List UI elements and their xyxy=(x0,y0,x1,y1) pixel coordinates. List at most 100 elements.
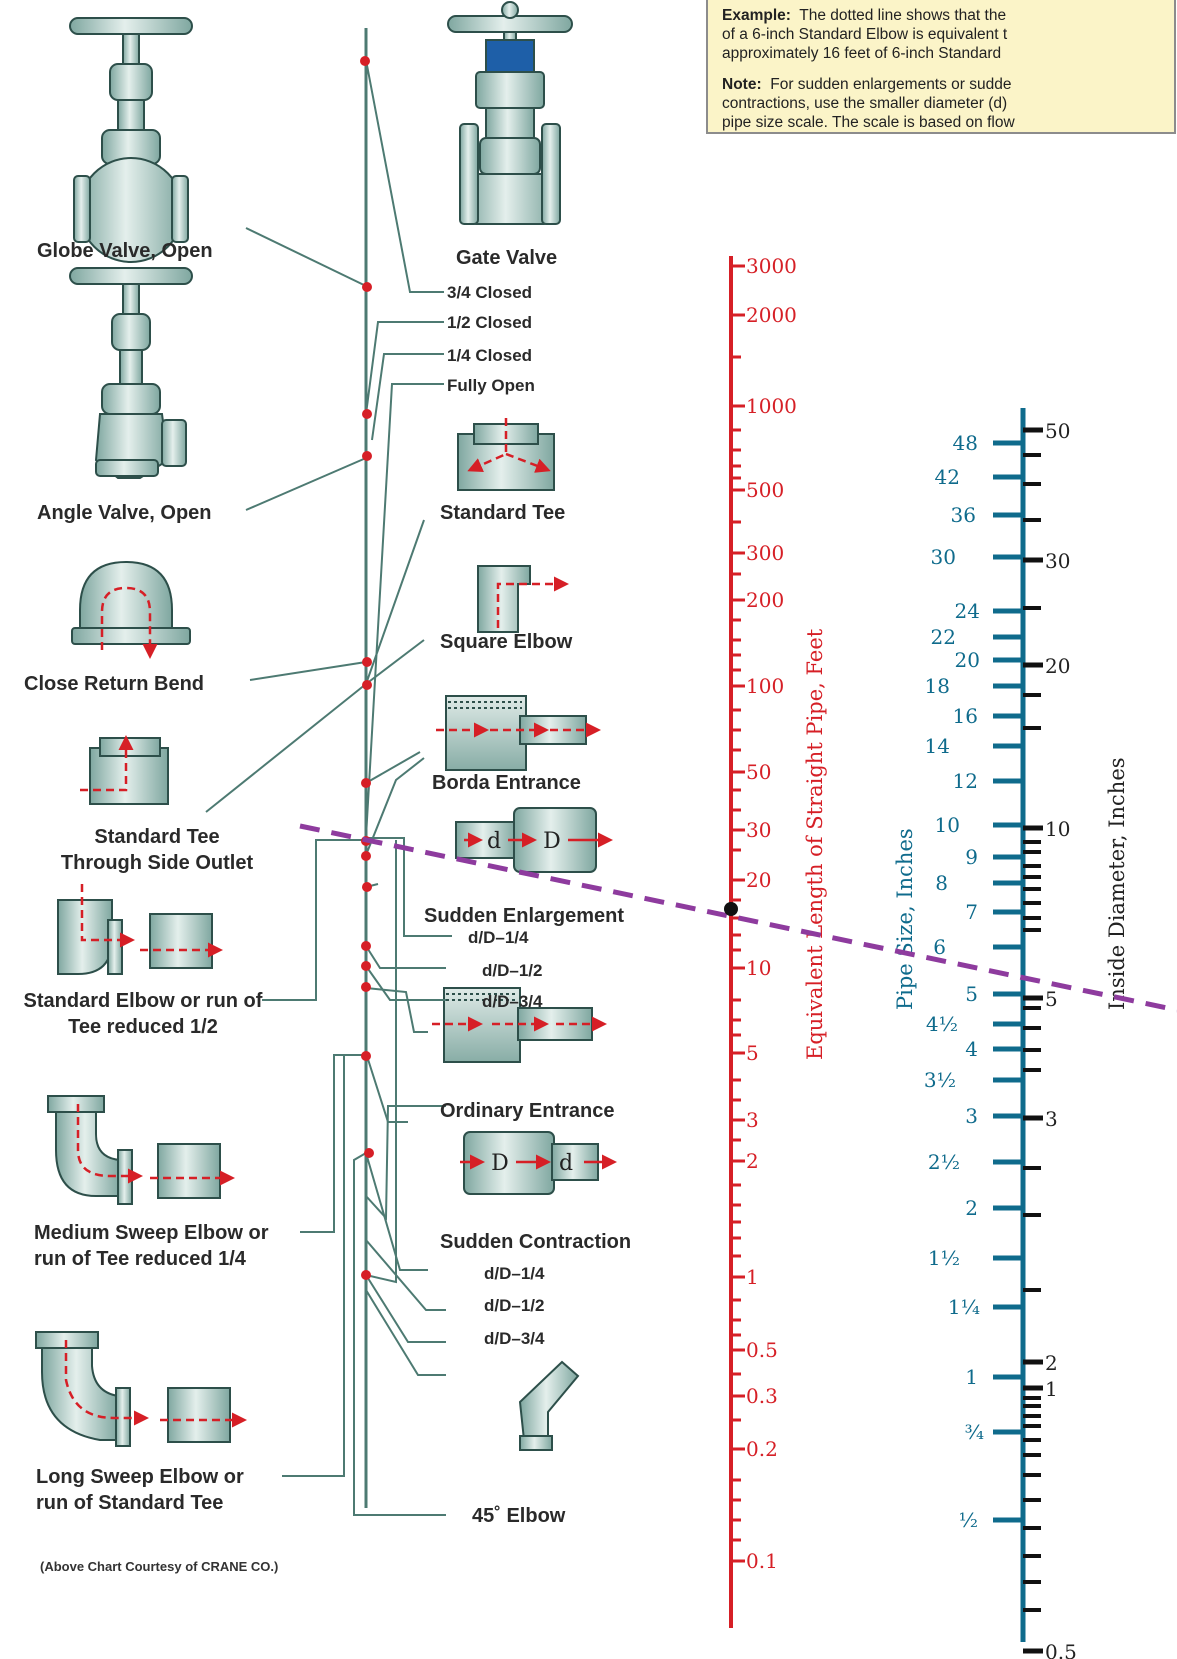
ordinary-entrance-label: Ordinary Entrance xyxy=(440,1100,615,1122)
connector-lines xyxy=(206,28,452,1515)
id-tick-label: 30 xyxy=(1045,549,1070,573)
eq-tick-label: 20 xyxy=(746,868,771,892)
enlargement-quarter-label: d/D–1/4 xyxy=(468,928,529,947)
id-tick-label: 5 xyxy=(1045,987,1058,1011)
standard-elbow-icon xyxy=(58,884,220,974)
example-intersection-point xyxy=(724,902,738,916)
ps-tick-label: 3 xyxy=(965,1104,978,1128)
eq-tick-label: 10 xyxy=(746,956,771,980)
enlargement-D-label: D xyxy=(543,829,561,854)
globe-valve-label: Globe Valve, Open xyxy=(37,240,213,262)
ps-tick-label: 22 xyxy=(931,625,956,649)
gate-open-label: Fully Open xyxy=(447,376,535,395)
eq-tick-label: 1 xyxy=(746,1265,759,1289)
contraction-quarter-label: d/D–1/4 xyxy=(484,1264,545,1283)
gate-valve-label: Gate Valve xyxy=(456,247,557,269)
medium-sweep-elbow-icon xyxy=(48,1096,232,1204)
enlargement-three-quarter-label: d/D–3/4 xyxy=(482,992,543,1011)
id-tick-label: 50 xyxy=(1045,419,1070,443)
ps-tick-label: 4½ xyxy=(926,1012,958,1036)
ps-tick-label: 36 xyxy=(951,503,976,527)
sudden-enlargement-icon: d D xyxy=(456,808,610,872)
ps-tick-label: 10 xyxy=(935,813,960,837)
ps-tick-label: 5 xyxy=(965,982,978,1006)
ps-tick-label: 8 xyxy=(935,871,948,895)
standard-tee-label: Standard Tee xyxy=(440,502,565,524)
gate-quarter-label: 1/4 Closed xyxy=(447,346,532,365)
eq-tick-label: 200 xyxy=(746,588,784,612)
enlargement-d-label: d xyxy=(487,829,501,854)
contraction-d-label: d xyxy=(559,1151,573,1176)
id-tick-label: 20 xyxy=(1045,654,1070,678)
eq-tick-label: 3 xyxy=(746,1108,759,1132)
ps-tick-label: 30 xyxy=(931,545,956,569)
square-elbow-icon xyxy=(478,566,566,632)
eq-tick-label: 30 xyxy=(746,818,771,842)
enlargement-half-label: d/D–1/2 xyxy=(482,961,542,980)
standard-elbow-label-1: Standard Elbow or run of xyxy=(24,990,263,1012)
inside-diameter-title: Inside Diameter, Inches xyxy=(1105,757,1129,1010)
ps-tick-label: ¾ xyxy=(965,1420,984,1444)
close-return-bend-icon xyxy=(72,562,190,656)
eq-tick-label: 5 xyxy=(746,1041,759,1065)
standard-elbow-label-2: Tee reduced 1/2 xyxy=(68,1016,218,1038)
ps-tick-label: 7 xyxy=(965,900,978,924)
ps-tick-label: 18 xyxy=(925,674,950,698)
elbow-45-icon xyxy=(520,1362,578,1450)
eq-tick-label: 300 xyxy=(746,541,784,565)
ps-tick-label: 2½ xyxy=(928,1150,960,1174)
standard-tee-icon xyxy=(458,418,554,490)
id-tick-label: 10 xyxy=(1045,817,1070,841)
eq-tick-label: 1000 xyxy=(746,394,797,418)
ps-tick-label: 1¼ xyxy=(948,1295,980,1319)
credit-text: (Above Chart Courtesy of CRANE CO.) xyxy=(40,1559,278,1574)
long-sweep-elbow-icon xyxy=(36,1332,244,1446)
ps-tick-label: 2 xyxy=(965,1196,978,1220)
ps-tick-label: 24 xyxy=(955,599,980,623)
square-elbow-label: Square Elbow xyxy=(440,631,573,653)
eq-tick-label: 500 xyxy=(746,478,784,502)
equivalent-length-title: Equivalent Length of Straight Pipe, Feet xyxy=(803,628,827,1060)
eq-tick-label: 100 xyxy=(746,674,784,698)
ps-tick-label: 4 xyxy=(965,1037,978,1061)
close-return-bend-label: Close Return Bend xyxy=(24,673,204,695)
ps-tick-label: 6 xyxy=(933,935,946,959)
medium-sweep-label-1: Medium Sweep Elbow or xyxy=(34,1222,269,1244)
angle-valve-label: Angle Valve, Open xyxy=(37,502,212,524)
id-tick-label: 0.5 xyxy=(1045,1640,1077,1659)
sudden-enlargement-label: Sudden Enlargement xyxy=(424,905,624,927)
medium-sweep-label-2: run of Tee reduced 1/4 xyxy=(34,1248,247,1270)
ps-tick-label: 1½ xyxy=(928,1246,960,1270)
borda-entrance-icon xyxy=(436,696,598,770)
ps-tick-label: 42 xyxy=(935,465,960,489)
gate-three-quarter-label: 3/4 Closed xyxy=(447,283,532,302)
long-sweep-label-2: run of Standard Tee xyxy=(36,1492,223,1514)
contraction-D-label: D xyxy=(491,1151,509,1176)
pipe-size-title: Pipe Size, Inches xyxy=(893,828,917,1010)
sudden-contraction-label: Sudden Contraction xyxy=(440,1231,631,1253)
ps-tick-label: 3½ xyxy=(924,1068,956,1092)
ps-tick-label: 14 xyxy=(925,734,950,758)
eq-tick-label: 50 xyxy=(746,760,771,784)
ps-tick-label: 12 xyxy=(953,769,978,793)
standard-tee-side-label-2: Through Side Outlet xyxy=(61,852,254,874)
eq-tick-label: 0.3 xyxy=(746,1384,778,1408)
eq-tick-label: 0.1 xyxy=(746,1549,778,1573)
standard-tee-side-outlet-icon xyxy=(80,738,168,804)
contraction-three-quarter-label: d/D–3/4 xyxy=(484,1329,545,1348)
standard-tee-side-label-1: Standard Tee xyxy=(94,826,219,848)
ps-tick-label: 16 xyxy=(953,704,978,728)
id-tick-label: 3 xyxy=(1045,1107,1058,1131)
elbow-45-label: 45˚ Elbow xyxy=(472,1504,566,1527)
long-sweep-label-1: Long Sweep Elbow or xyxy=(36,1466,244,1488)
eq-tick-label: 0.5 xyxy=(746,1338,778,1362)
id-tick-label: 2 xyxy=(1045,1351,1058,1375)
eq-tick-label: 0.2 xyxy=(746,1437,778,1461)
ps-tick-label: ½ xyxy=(959,1508,978,1532)
ps-tick-label: 9 xyxy=(965,845,978,869)
id-tick-label: 1 xyxy=(1045,1377,1058,1401)
gate-valve-icon xyxy=(448,2,572,224)
eq-tick-label: 3000 xyxy=(746,254,797,278)
borda-entrance-label: Borda Entrance xyxy=(432,772,581,794)
